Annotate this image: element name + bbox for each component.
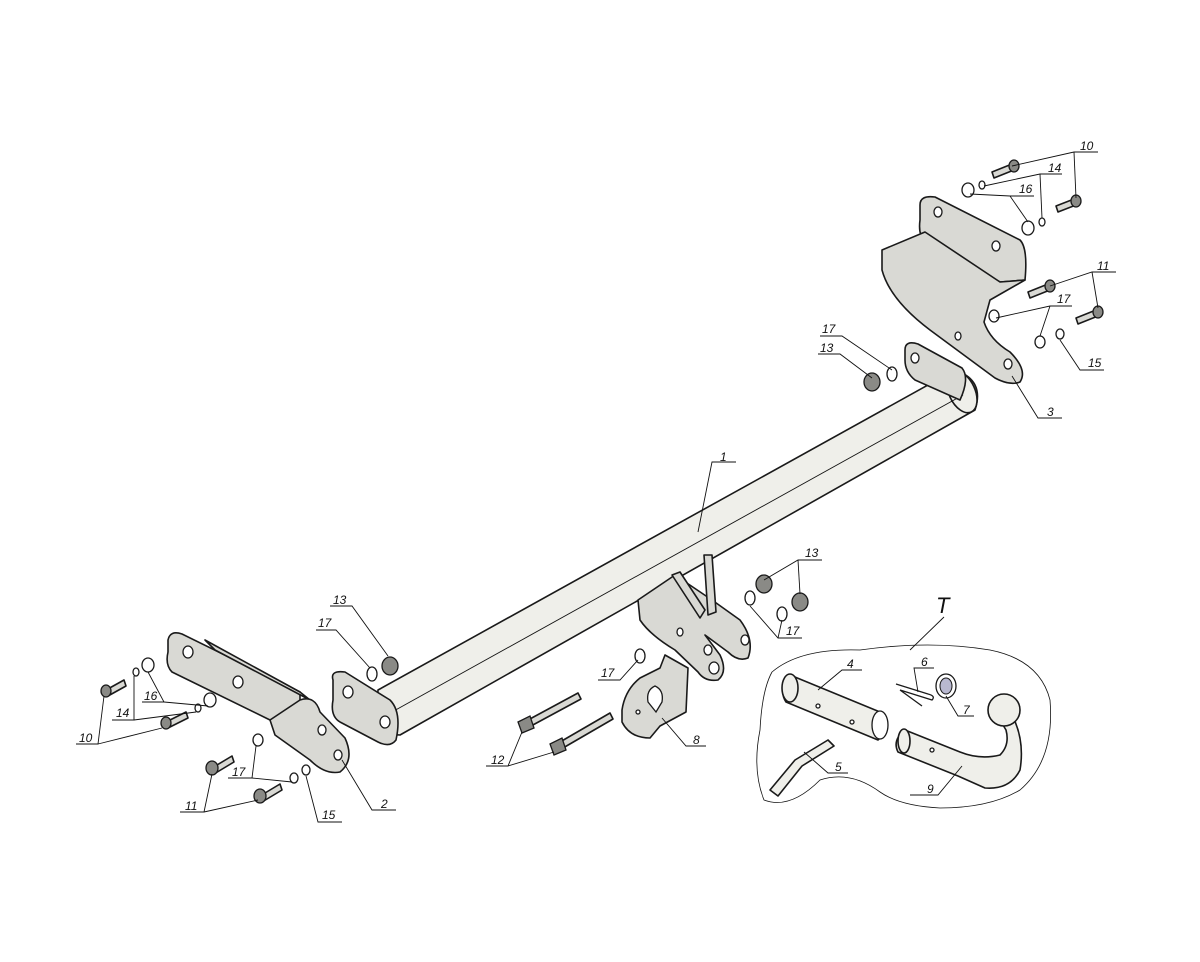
part-label-l3: 3 bbox=[1047, 405, 1054, 419]
centre-nuts-washers bbox=[634, 574, 809, 664]
part-label-l16a: 16 bbox=[1019, 182, 1033, 196]
hitch-sleeve bbox=[781, 673, 889, 741]
part-label-l17c: 17 bbox=[786, 624, 801, 638]
right-end-plate bbox=[904, 342, 967, 401]
kit-group-outline bbox=[756, 644, 1051, 809]
leader-lines bbox=[76, 151, 1116, 823]
socket-plate bbox=[621, 654, 689, 739]
part-label-l11b: 11 bbox=[185, 799, 197, 813]
part-label-l14a: 14 bbox=[1048, 161, 1062, 175]
right-fasteners bbox=[961, 159, 1104, 349]
locking-pin bbox=[769, 739, 835, 797]
part-label-l4: 4 bbox=[847, 657, 854, 671]
part-label-l16b: 16 bbox=[144, 689, 158, 703]
socket-cap bbox=[935, 673, 957, 699]
right-nuts-washers bbox=[863, 366, 898, 392]
part-label-l13a: 13 bbox=[820, 341, 834, 355]
part-label-l10a: 10 bbox=[1080, 139, 1094, 153]
part-label-l15a: 15 bbox=[1088, 356, 1102, 370]
part-label-l17e: 17 bbox=[318, 616, 333, 630]
left-bracket bbox=[166, 632, 350, 774]
part-label-l12: 12 bbox=[491, 753, 505, 767]
left-end-plate bbox=[331, 670, 399, 746]
part-label-l10b: 10 bbox=[79, 731, 93, 745]
part-label-l13c: 13 bbox=[333, 593, 347, 607]
long-bolts bbox=[517, 692, 614, 756]
spring-clip bbox=[895, 683, 934, 707]
part-label-l11a: 11 bbox=[1097, 259, 1109, 273]
part-label-l9: 9 bbox=[927, 782, 934, 796]
part-label-l17f: 17 bbox=[232, 765, 247, 779]
part-label-l17d: 17 bbox=[601, 666, 616, 680]
right-bracket bbox=[881, 195, 1027, 385]
part-label-l13b: 13 bbox=[805, 546, 819, 560]
part-labels: 1234567891010111112131313141415151616171… bbox=[79, 139, 1109, 822]
left-nuts-washers bbox=[366, 656, 399, 682]
left-fasteners bbox=[100, 657, 311, 804]
part-label-l7: 7 bbox=[963, 703, 971, 717]
part-label-l5: 5 bbox=[835, 760, 842, 774]
part-label-l15b: 15 bbox=[322, 808, 336, 822]
part-label-l17b: 17 bbox=[1057, 292, 1072, 306]
part-label-l1: 1 bbox=[720, 450, 727, 464]
part-label-l8: 8 bbox=[693, 733, 700, 747]
centre-bracket bbox=[637, 554, 751, 682]
part-label-l17a: 17 bbox=[822, 322, 837, 336]
kit-group-label: T bbox=[936, 593, 951, 618]
part-label-l14b: 14 bbox=[116, 706, 130, 720]
part-label-l2: 2 bbox=[380, 797, 388, 811]
tow-ball-neck bbox=[895, 693, 1023, 789]
part-label-l6: 6 bbox=[921, 655, 928, 669]
